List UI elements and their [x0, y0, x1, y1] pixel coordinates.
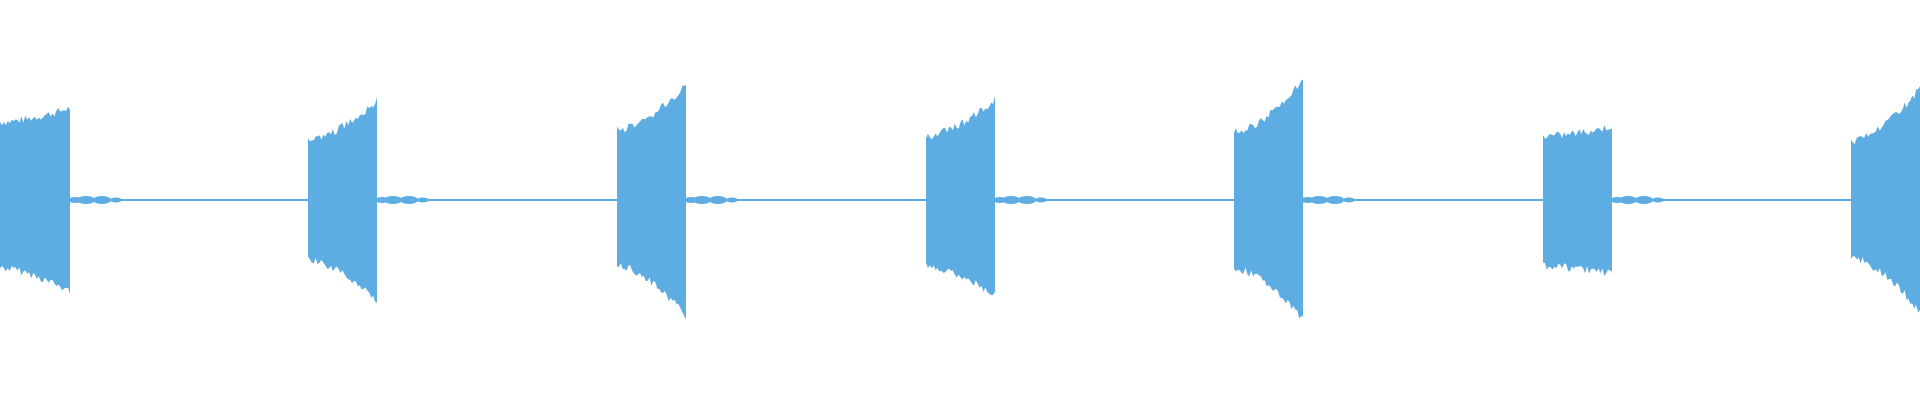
waveform-burst: [617, 71, 686, 330]
waveform-ripple: [77, 196, 95, 204]
waveform-ripple: [1619, 196, 1637, 204]
waveform-bursts: [0, 66, 1920, 334]
waveform-burst: [1851, 74, 1920, 326]
waveform-burst: [308, 86, 377, 314]
waveform-ripple: [417, 197, 429, 203]
waveform-ripple: [1018, 196, 1036, 204]
waveform-burst: [1234, 66, 1303, 334]
waveform-ripple: [1035, 197, 1047, 203]
waveform-burst: [926, 86, 995, 310]
waveform-ripple: [693, 196, 711, 204]
waveform-ripples: [68, 196, 1664, 204]
waveform-ripple: [1635, 196, 1653, 204]
waveform-ripple: [1343, 197, 1355, 203]
waveform-ripple: [1326, 196, 1344, 204]
waveform-ripple: [110, 197, 122, 203]
waveform-ripple: [1652, 197, 1664, 203]
waveform-ripple: [93, 196, 111, 204]
waveform-burst: [0, 94, 70, 306]
waveform-ripple: [1310, 196, 1328, 204]
waveform-ripple: [709, 196, 727, 204]
waveform-ripple: [1002, 196, 1020, 204]
waveform-burst: [1543, 112, 1612, 288]
waveform-ripple: [384, 196, 402, 204]
waveform-ripple: [726, 197, 738, 203]
waveform-ripple: [400, 196, 418, 204]
